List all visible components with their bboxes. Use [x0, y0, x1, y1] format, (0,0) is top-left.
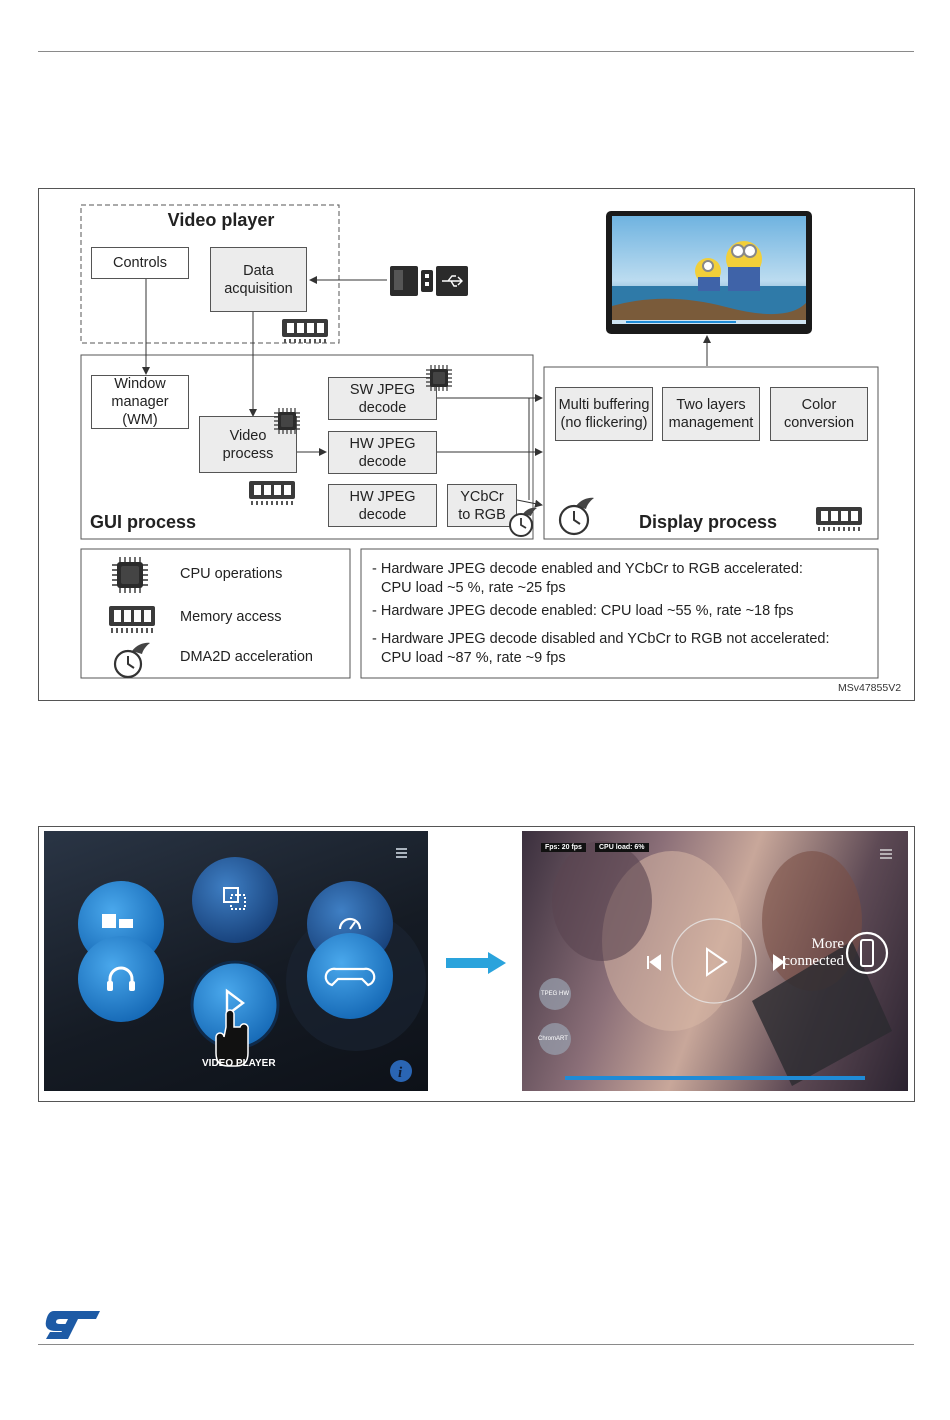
ycbcr-line-1: YCbCr: [460, 488, 504, 505]
more-connected-label: More connected: [774, 936, 844, 970]
footer-rule: [38, 1344, 914, 1345]
cpu-icon: [112, 557, 148, 593]
gui-process-title: GUI process: [90, 512, 197, 532]
figure-reference: MSv47855V2: [838, 682, 902, 694]
display-process-title: Display process: [639, 512, 778, 532]
legend-dma2d-label: DMA2D acceleration: [180, 649, 313, 665]
hw-jpeg-1-line-2: decode: [358, 453, 407, 470]
color-conversion-line-1: Color: [801, 397, 837, 413]
window-manager-box: Window manager (WM): [91, 375, 189, 429]
window-manager-line-3: (WM): [122, 412, 158, 428]
sw-jpeg-decode-box: SW JPEG decode: [328, 377, 437, 420]
menu-screen-graphics: i: [78, 848, 426, 1082]
note-3-line-2: CPU load ~87 %, rate ~9 fps: [381, 650, 566, 666]
svg-text:i: i: [398, 1065, 403, 1081]
sw-jpeg-line-2: decode: [358, 399, 407, 416]
transition-arrow: [446, 952, 506, 974]
two-layers-line-1: Two layers: [676, 397, 746, 413]
dma2d-clock-icon: [558, 497, 594, 536]
hw-jpeg-toggle[interactable]: TPEG HW: [541, 991, 569, 997]
dma2d-clock-icon: [509, 507, 537, 537]
cpu-load-counter: CPU load: 6%: [595, 843, 649, 852]
note-2: - Hardware JPEG decode enabled: CPU load…: [372, 602, 872, 621]
ycbcr-to-rgb-box: YCbCr to RGB: [447, 484, 517, 527]
multi-buffering-box: Multi buffering (no flickering): [555, 387, 653, 441]
window-manager-line-2: manager: [111, 394, 169, 410]
cpu-icon: [426, 365, 452, 391]
data-acquisition-line-1: Data: [243, 262, 274, 279]
note-2-line-1: - Hardware JPEG decode enabled: CPU load…: [372, 603, 794, 619]
ycbcr-line-2: to RGB: [458, 506, 506, 523]
memory-icon: [282, 319, 328, 343]
note-1: - Hardware JPEG decode enabled and YCbCr…: [372, 560, 872, 598]
hw-jpeg-2-line-1: HW JPEG: [349, 488, 416, 505]
hw-jpeg-1-line-1: HW JPEG: [349, 435, 416, 452]
video-playback-graphics: [539, 841, 892, 1086]
cpu-icon: [274, 408, 300, 434]
color-conversion-line-2: conversion: [783, 415, 855, 431]
multi-buffering-line-1: Multi buffering: [558, 397, 650, 413]
data-acquisition-box: Data acquisition: [210, 247, 307, 312]
more-connected-line-1: More: [811, 936, 845, 952]
two-layers-line-2: management: [668, 415, 754, 431]
window-manager-line-1: Window: [114, 376, 166, 392]
controls-label: Controls: [113, 255, 167, 271]
video-process-line-2: process: [222, 445, 274, 462]
two-layers-box: Two layers management: [662, 387, 760, 441]
header-rule: [38, 51, 914, 52]
multi-buffering-line-2: (no flickering): [560, 415, 648, 431]
display-screen: [606, 211, 812, 334]
chromart-toggle[interactable]: ChromART: [538, 1036, 568, 1042]
fps-counter: Fps: 20 fps: [541, 843, 586, 852]
sw-jpeg-line-1: SW JPEG: [349, 381, 416, 398]
color-conversion-box: Color conversion: [770, 387, 868, 441]
legend-cpu-label: CPU operations: [180, 566, 283, 582]
memory-icon: [249, 481, 295, 505]
more-connected-line-2: connected: [783, 953, 844, 969]
video-playback-screen: Fps: 20 fps CPU load: 6% More connected …: [522, 831, 908, 1091]
controls-box: Controls: [91, 247, 189, 279]
hw-jpeg-2-line-2: decode: [358, 506, 407, 523]
note-3-line-1: - Hardware JPEG decode disabled and YCbC…: [372, 631, 830, 647]
dma2d-clock-icon: [113, 642, 150, 679]
note-3: - Hardware JPEG decode disabled and YCbC…: [372, 630, 872, 668]
menu-screen: i VIDEO PLAYER: [44, 831, 428, 1091]
video-process-line-1: Video: [229, 427, 267, 444]
video-player-menu-label[interactable]: VIDEO PLAYER: [202, 1058, 276, 1069]
note-1-line-1: - Hardware JPEG decode enabled and YCbCr…: [372, 561, 803, 577]
memory-icon: [109, 606, 155, 633]
st-logo-icon: [45, 1311, 100, 1339]
sd-card-usb-icon: [390, 266, 468, 296]
video-player-title: Video player: [167, 210, 275, 230]
hw-jpeg-decode-box: HW JPEG decode: [328, 431, 437, 474]
note-1-line-2: CPU load ~5 %, rate ~25 fps: [381, 580, 566, 596]
hw-jpeg-decode-box-2: HW JPEG decode: [328, 484, 437, 527]
memory-icon: [816, 507, 862, 531]
data-acquisition-line-2: acquisition: [224, 280, 293, 297]
legend-memory-label: Memory access: [180, 609, 282, 625]
